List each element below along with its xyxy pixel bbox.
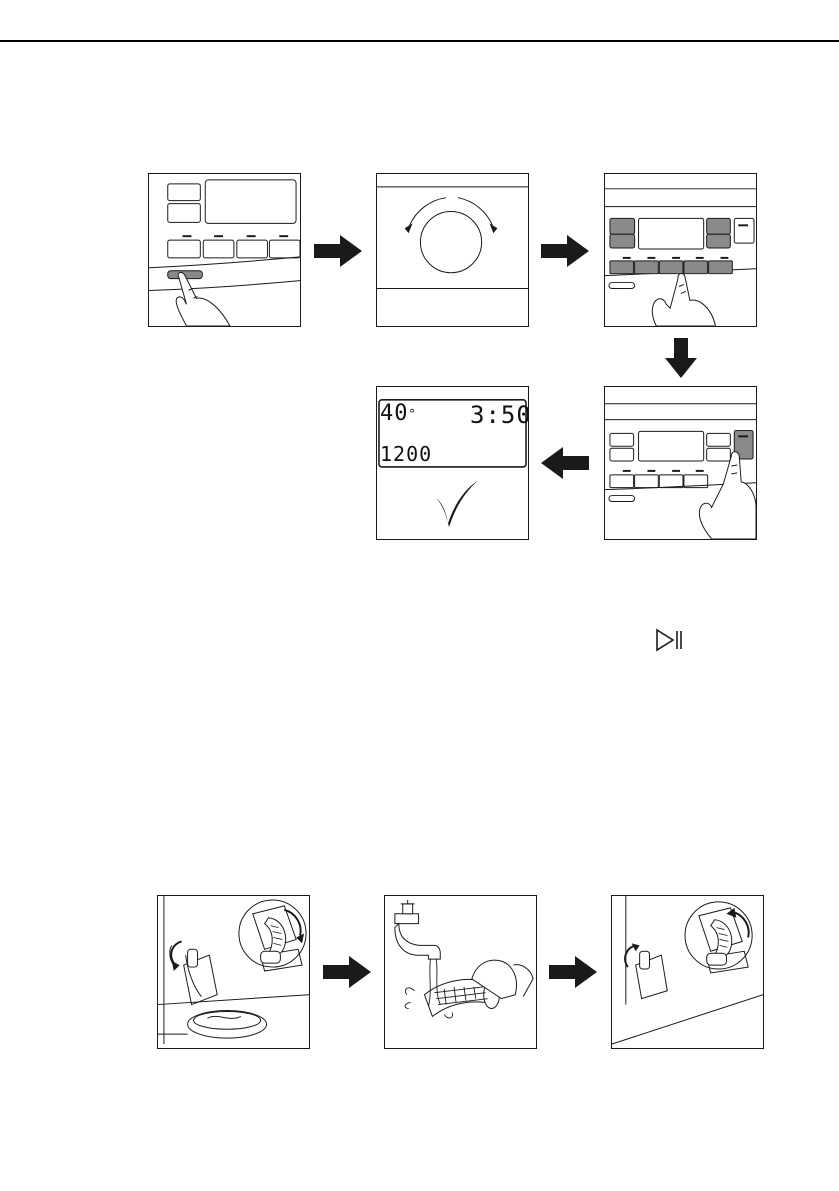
step-rinse-filter-panel: [384, 895, 537, 1049]
step-press-on-button-panel: [148, 173, 301, 327]
play-pause-icon: [655, 628, 685, 652]
arrow-right-icon: [323, 956, 371, 988]
option-button-illustration: [605, 387, 756, 539]
drain-filter-removal-illustration: [158, 896, 309, 1048]
arrow-left-icon: [541, 447, 589, 479]
arrow-down-icon: [665, 338, 697, 378]
arrow-right-icon: [541, 235, 589, 267]
step-display-confirm-panel: 40° 3:50 1200: [376, 386, 529, 540]
time-readout: 3:50: [470, 403, 529, 427]
step-select-options-panel: [604, 173, 757, 327]
spin-readout: 1200: [380, 444, 432, 464]
options-buttons-illustration: [605, 174, 756, 326]
control-panel-illustration: [149, 174, 300, 326]
degree-mark: °: [409, 407, 417, 421]
checkmark-icon: [436, 481, 477, 527]
step-press-option-button-panel: [604, 386, 757, 540]
arrow-right-icon: [549, 956, 597, 988]
program-dial-illustration: [377, 174, 528, 326]
top-rule: [0, 40, 839, 42]
step-reinsert-filter-panel: [611, 895, 764, 1049]
temperature-readout: 40°: [380, 403, 417, 425]
rinse-filter-under-tap-illustration: [385, 896, 536, 1048]
arrow-right-icon: [314, 235, 362, 267]
step-turn-dial-panel: [376, 173, 529, 327]
step-open-drain-filter-panel: [157, 895, 310, 1049]
temperature-value: 40: [380, 401, 409, 426]
drain-filter-reinsert-illustration: [612, 896, 763, 1048]
